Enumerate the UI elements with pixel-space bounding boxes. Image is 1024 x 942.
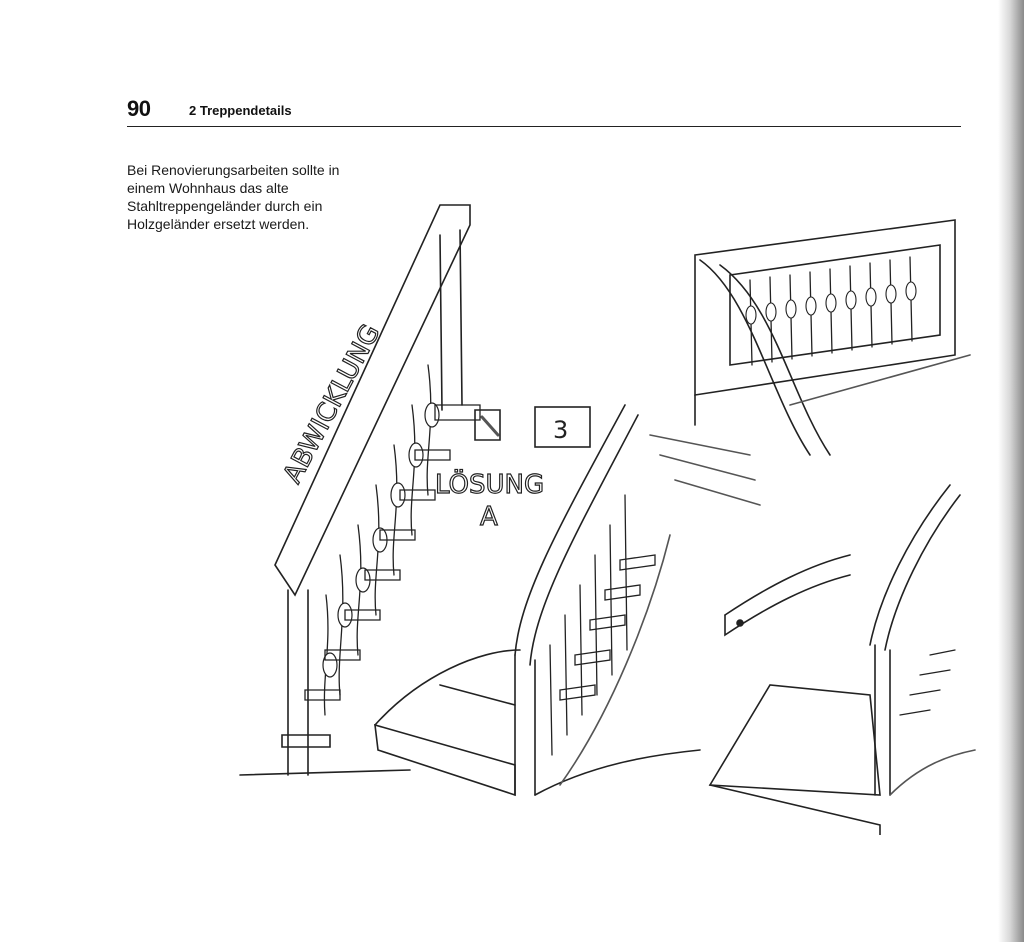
label-box: [534, 406, 591, 448]
label-variant-a: A: [480, 502, 498, 532]
label-abwicklung: ABWICKLUNG: [278, 320, 387, 489]
landing-balustrade-drawing: [649, 219, 971, 506]
landing-detail-drawing: [708, 484, 976, 835]
intro-paragraph: Bei Renovierungsarbeiten sollte in einem…: [127, 162, 340, 232]
solution-a-drawing: [374, 404, 701, 797]
label-box-number: 3: [553, 416, 568, 444]
elevation-drawing: [239, 204, 501, 776]
staircase-sketch: ABWICKLUNG LÖSUNG A 3: [239, 204, 976, 835]
label-loesung: LÖSUNG: [435, 468, 544, 500]
page-header: 90 2 Treppendetails: [127, 96, 961, 127]
page-number: 90: [127, 96, 151, 121]
page-gutter-shadow: [998, 0, 1024, 942]
chapter-title: 2 Treppendetails: [189, 103, 292, 118]
